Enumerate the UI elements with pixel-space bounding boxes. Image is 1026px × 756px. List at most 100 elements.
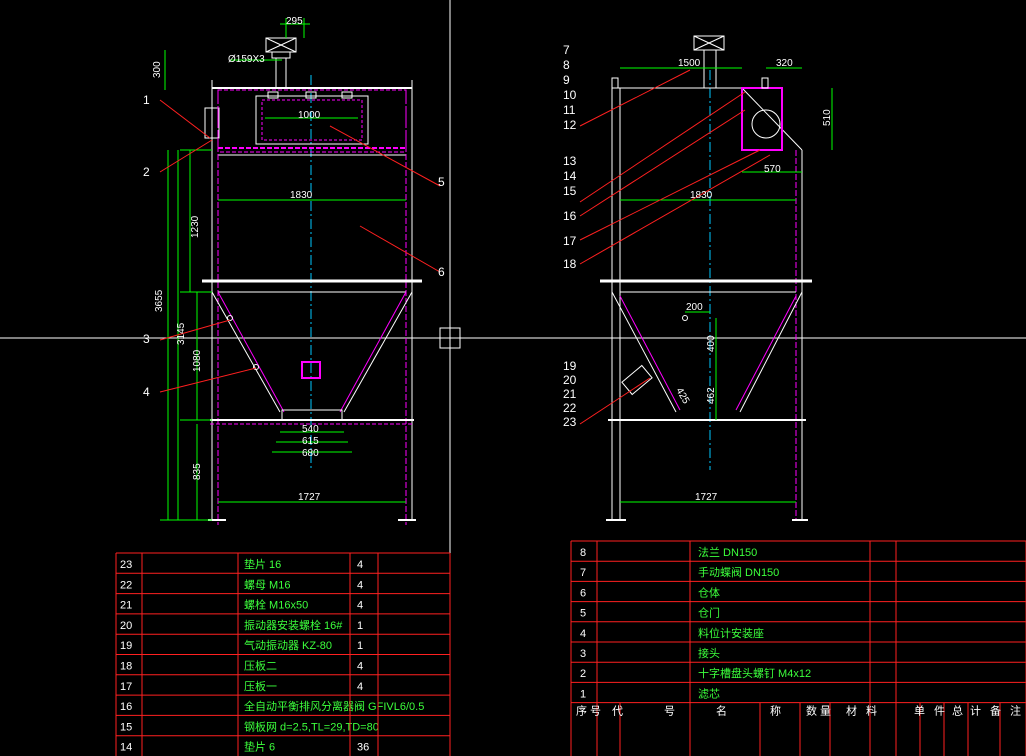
bom-right-no: 1 [580, 688, 586, 700]
dim-680: 680 [302, 448, 319, 459]
dim-1080: 1080 [192, 349, 203, 372]
bom-left-name: 螺母 M16 [244, 578, 290, 591]
bom-right-header: 注 [1010, 704, 1021, 718]
bom-right-header: 单 [914, 705, 925, 718]
bom-right-header: 备 [990, 704, 1001, 718]
callout-23: 23 [563, 415, 577, 429]
bom-right-no: 5 [580, 608, 586, 620]
dim-540: 540 [302, 424, 319, 435]
bom-left-no: 20 [120, 620, 132, 632]
callout-16: 16 [563, 209, 577, 223]
callout-1: 1 [143, 93, 150, 107]
bom-right-name: 料位计安装座 [698, 626, 764, 640]
side-dim-320: 320 [776, 58, 793, 69]
bom-right-no: 2 [580, 668, 586, 680]
bom-left-qty: 4 [357, 579, 363, 591]
callout-9: 9 [563, 73, 570, 87]
callout-12: 12 [563, 118, 577, 132]
bom-left-no: 15 [120, 721, 132, 733]
bom-right-name: 法兰 DN150 [698, 545, 757, 559]
side-dim-200: 200 [686, 302, 703, 313]
bom-right-header: 号 [664, 705, 675, 718]
bom-right-name: 十字槽盘头螺钉 M4x12 [698, 666, 811, 680]
bom-right-name: 接头 [698, 647, 720, 660]
side-dim-1830: 1830 [690, 190, 713, 201]
callout-11: 11 [563, 103, 576, 117]
callout-18: 18 [563, 257, 577, 271]
dim-3145: 3145 [176, 322, 187, 345]
side-dim-462: 462 [706, 387, 717, 404]
bom-right-header: 号 [590, 705, 601, 718]
callout-10: 10 [563, 88, 577, 102]
bom-left-no: 21 [120, 600, 132, 612]
dim-1830: 1830 [290, 190, 313, 201]
dim-pipe: Ø159X3 [228, 54, 265, 65]
dim-300: 300 [152, 61, 163, 78]
callout-15: 15 [563, 184, 577, 198]
callout-14: 14 [563, 169, 577, 183]
bom-left-name: 压板一 [244, 679, 277, 693]
dim-1727: 1727 [298, 492, 321, 503]
callout-5: 5 [438, 175, 445, 189]
bom-left-name: 垫片 16 [244, 557, 281, 571]
side-view: 7 8 9 10 11 12 13 14 15 16 17 18 19 20 2… [563, 35, 833, 521]
bom-right-header: 总 [952, 704, 963, 718]
dim-835: 835 [192, 463, 203, 480]
callout-22: 22 [563, 401, 577, 415]
callout-3: 3 [143, 332, 150, 346]
side-dim-510: 510 [822, 109, 833, 126]
bom-left-no: 18 [120, 661, 132, 673]
callout-4: 4 [143, 385, 150, 399]
bom-left-qty: 4 [357, 600, 363, 612]
bom-left-qty: 36 [357, 742, 369, 754]
bom-right-header: 量 [820, 705, 831, 718]
side-dim-1500: 1500 [678, 58, 701, 69]
side-dim-570: 570 [764, 164, 781, 175]
bom-left-name: 钢板网 d=2.5,TL=29,TD=80 [244, 719, 379, 733]
bom-left-name: 气动振动器 KZ-80 [244, 638, 332, 652]
bom-left-no: 22 [120, 579, 132, 591]
bom-right-no: 6 [580, 587, 586, 599]
callout-6: 6 [438, 265, 445, 279]
bom-left-qty: 1 [357, 640, 363, 652]
callout-13: 13 [563, 154, 577, 168]
bom-left-name: 垫片 6 [244, 740, 275, 754]
bom-right-no: 4 [580, 628, 586, 640]
bom-right-header: 代 [612, 705, 623, 718]
front-view: 1 2 3 4 5 6 295 300 Ø159X3 1000 1830 123… [143, 16, 445, 525]
bom-left-qty: 4 [357, 559, 363, 571]
dim-3655: 3655 [154, 289, 165, 312]
callout-17: 17 [563, 234, 577, 248]
bom-left-name: 压板二 [244, 659, 277, 673]
bom-left-qty: 4 [357, 681, 363, 693]
bom-right-no: 8 [580, 547, 586, 559]
cursor-box [439, 327, 461, 349]
dim-295: 295 [286, 16, 303, 27]
bom-right-header: 名 [716, 704, 727, 718]
bom-left-no: 16 [120, 701, 132, 713]
bom-left-name: 螺栓 M16x50 [244, 598, 308, 612]
side-dim-400: 400 [706, 335, 717, 352]
bom-left-no: 19 [120, 640, 132, 652]
bom-right-name: 滤芯 [698, 686, 720, 700]
bom-right-header: 料 [866, 704, 877, 718]
bom-left-name: 全自动平衡排风分离器阀 GFIVL6/0.5 [244, 699, 424, 713]
bom-right-no: 7 [580, 567, 586, 579]
callout-8: 8 [563, 58, 570, 72]
bom-left-no: 14 [120, 742, 132, 754]
callout-21: 21 [563, 387, 577, 401]
dim-615: 615 [302, 436, 319, 447]
dim-1230: 1230 [190, 215, 201, 238]
callout-7: 7 [563, 43, 570, 57]
bom-right-header: 序 [576, 704, 587, 718]
bom-right-name: 仓门 [698, 606, 720, 620]
bom-right-header: 件 [934, 705, 945, 718]
bom-left-no: 17 [120, 681, 132, 693]
bom-left-no: 23 [120, 559, 132, 571]
callout-19: 19 [563, 359, 577, 373]
callout-20: 20 [563, 373, 577, 387]
bom-right-header: 材 [846, 704, 857, 718]
